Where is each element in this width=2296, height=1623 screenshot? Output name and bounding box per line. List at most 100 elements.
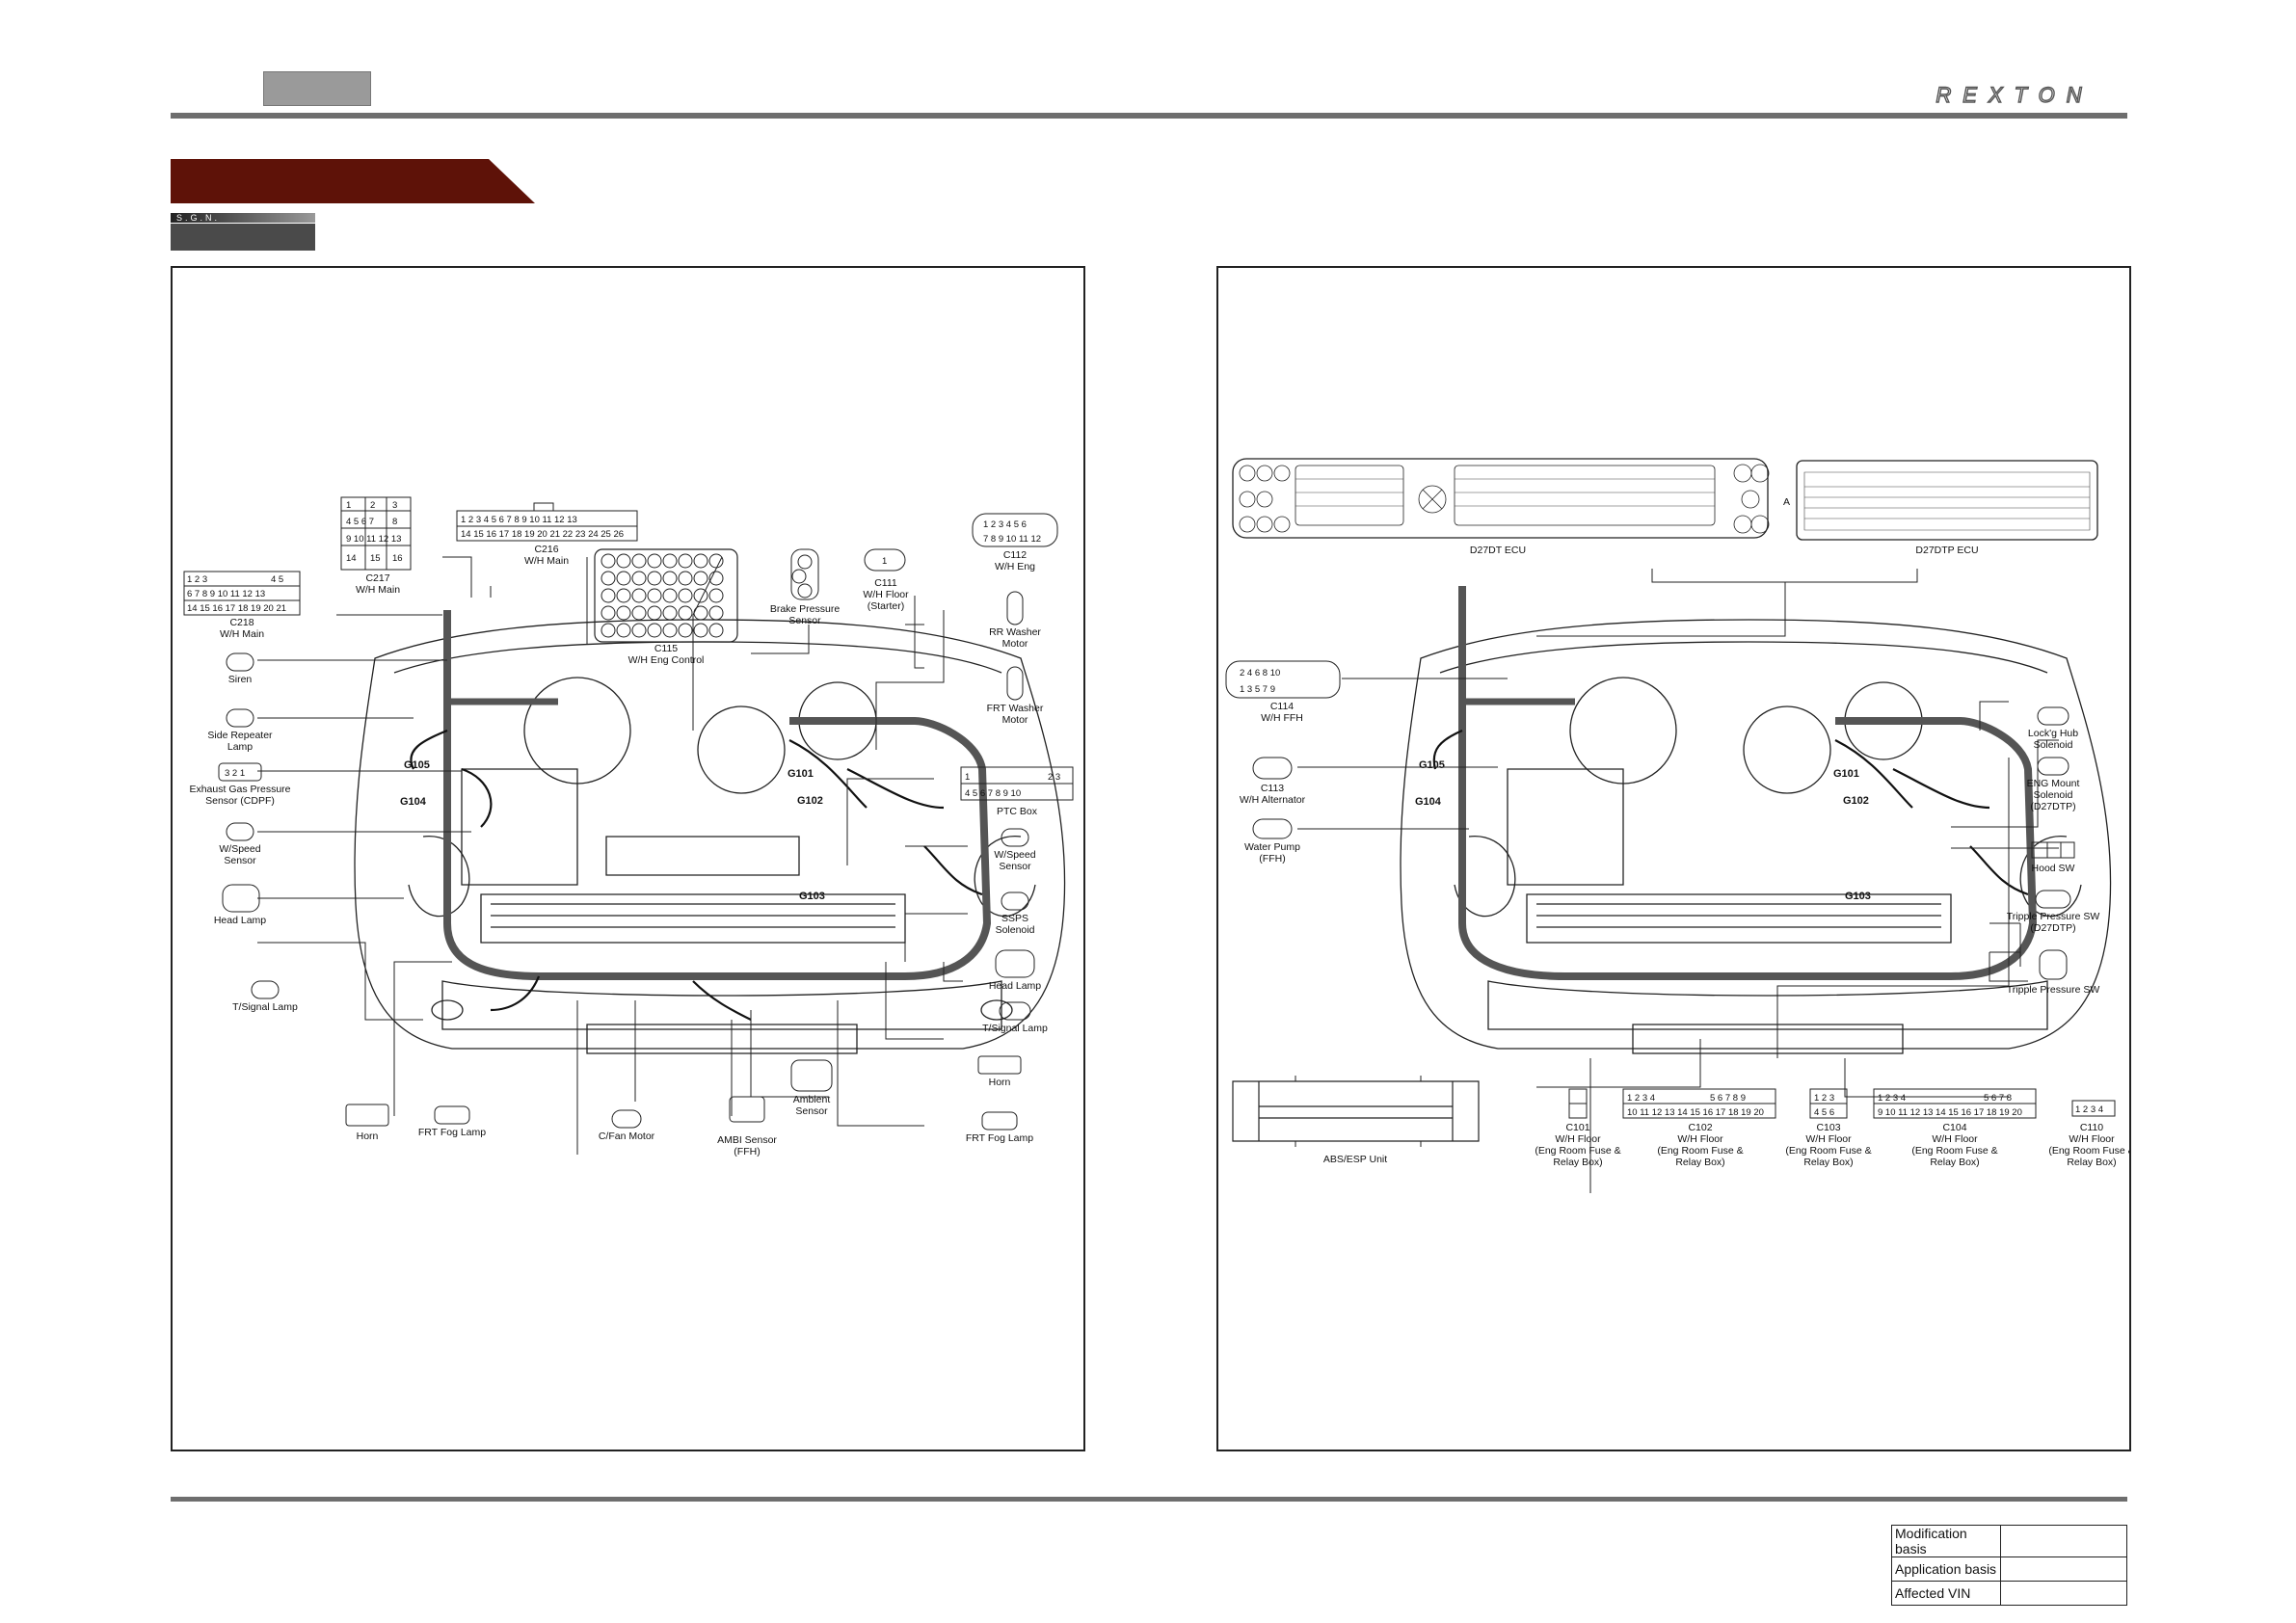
- label: (D27DTP): [2030, 801, 2075, 812]
- revision-label: Modification basis: [1891, 1525, 2001, 1557]
- svg-text:5 6 7 8 9: 5 6 7 8 9: [1710, 1093, 1746, 1104]
- label: C/Fan Motor: [599, 1131, 655, 1142]
- label: Solenoid: [2034, 739, 2073, 751]
- label: Head Lamp: [989, 980, 1041, 992]
- car-body-outline: [1400, 619, 2112, 1050]
- svg-text:10 11 12 13 14 15 16 17 18 19: 10 11 12 13 14 15 16 17 18 19 20: [1627, 1107, 1764, 1118]
- connector-name: W/H Floor: [1677, 1133, 1723, 1145]
- svg-text:3 2 1: 3 2 1: [225, 768, 245, 779]
- label: Hood SW: [2032, 863, 2075, 874]
- radiator: [1526, 893, 1952, 944]
- label: (FFH): [1259, 853, 1285, 865]
- ground-label: G104: [1415, 796, 1442, 808]
- connector-id: C104: [1942, 1122, 1966, 1133]
- label: Lock'g Hub: [2028, 728, 2078, 739]
- svg-text:6 7 8 9 10 11 12 13: 6 7 8 9 10 11 12 13: [187, 589, 265, 599]
- connector-id: C101: [1565, 1122, 1589, 1133]
- label: Horn: [989, 1077, 1011, 1088]
- revision-label: Application basis: [1891, 1556, 2001, 1582]
- revision-value: [2000, 1581, 2127, 1606]
- section-tab: [263, 71, 371, 106]
- sgn-label: S.G.N.: [171, 213, 315, 223]
- frt-washer-motor: FRT Washer Motor: [987, 666, 1044, 726]
- brake-pressure-sensor: Brake Pressure Sensor: [770, 548, 840, 626]
- ground-label: G101: [1833, 768, 1859, 780]
- section-banner: [171, 159, 535, 203]
- label: Exhaust Gas Pressure: [189, 784, 290, 795]
- label: Siren: [228, 674, 253, 685]
- label: ENG Mount: [2027, 778, 2080, 789]
- revision-value: [2000, 1556, 2127, 1582]
- label: PTC Box: [997, 806, 1038, 817]
- connector-name: W/H Eng: [995, 561, 1035, 572]
- svg-text:2 3: 2 3: [1048, 772, 1060, 783]
- connector-name: (Eng Room Fuse &: [1657, 1145, 1743, 1157]
- d27dtp-ecu-connector: D27DTP ECU: [1796, 460, 2098, 556]
- connector-id: C218: [229, 617, 254, 628]
- footer-rule: [171, 1497, 2127, 1502]
- brand-text: REXTON: [1936, 83, 2093, 107]
- connector-id: C217: [365, 572, 389, 584]
- label: Sensor: [999, 861, 1031, 872]
- connector-name: Relay Box): [1675, 1157, 1724, 1168]
- label: Side Repeater: [207, 730, 273, 741]
- label: W/Speed: [994, 849, 1035, 861]
- water-pump-ffh-connector: Water Pump (FFH): [1244, 818, 1300, 865]
- connector-name: W/H Floor: [1555, 1133, 1601, 1145]
- connector-id: C216: [534, 544, 558, 555]
- frt-fog-left-connector: FRT Fog Lamp: [418, 1105, 486, 1138]
- label: T/Signal Lamp: [982, 1023, 1048, 1034]
- svg-text:7 8 9 10 11 12: 7 8 9 10 11 12: [983, 534, 1041, 545]
- label: A: [1783, 496, 1790, 508]
- svg-text:9 10 11 12 13: 9 10 11 12 13: [346, 534, 401, 545]
- connector-name: (Eng Room Fuse &: [1535, 1145, 1620, 1157]
- connector-name: W/H Floor: [863, 589, 909, 600]
- connector-name: W/H Floor: [2069, 1133, 2115, 1145]
- svg-text:14 15 16 17 18 19 20 21: 14 15 16 17 18 19 20 21: [187, 603, 286, 614]
- connector-c113: C113 W/H Alternator: [1240, 757, 1306, 806]
- connector-c111: 1 C111 W/H Floor (Starter): [863, 548, 909, 612]
- label: D27DTP ECU: [1915, 545, 1978, 556]
- svg-text:8: 8: [392, 517, 397, 527]
- connector-id: C110: [2080, 1122, 2103, 1133]
- label: Lamp: [227, 741, 253, 753]
- label: Sensor (CDPF): [205, 795, 275, 807]
- label: Horn: [357, 1131, 379, 1142]
- label: T/Signal Lamp: [232, 1001, 298, 1013]
- connector-id: C112: [1003, 549, 1027, 561]
- label: D27DT ECU: [1470, 545, 1526, 556]
- rexton-logo: REXTON: [1936, 83, 2093, 108]
- ambi-sensor-ffh-connector: AMBI Sensor (FFH): [717, 1096, 777, 1157]
- connector-name: W/H FFH: [1261, 712, 1303, 724]
- tsignal-left-connector: T/Signal Lamp: [232, 980, 298, 1013]
- abs-esp-unit-connector: ABS/ESP Unit: [1232, 1076, 1480, 1165]
- connector-id: C102: [1688, 1122, 1712, 1133]
- svg-text:1 2 3 4 5 6: 1 2 3 4 5 6: [983, 519, 1027, 530]
- connector-c112: 1 2 3 4 5 6 7 8 9 10 11 12 C112 W/H Eng: [972, 513, 1058, 572]
- ground-label: G102: [1843, 795, 1869, 807]
- ground-label: G103: [799, 891, 825, 902]
- connector-name: (Eng Room Fuse &: [1785, 1145, 1871, 1157]
- connector-name: W/H Floor: [1932, 1133, 1978, 1145]
- svg-text:1 2 3 4 5 6 7 8 9 10 11 12 13: 1 2 3 4 5 6 7 8 9 10 11 12 13: [461, 515, 577, 525]
- connector-name: W/H Main: [524, 555, 569, 567]
- label: (FFH): [734, 1146, 760, 1157]
- label: SSPS: [1001, 913, 1028, 924]
- connector-id: C114: [1270, 701, 1294, 712]
- label: Motor: [1002, 714, 1028, 726]
- label: Motor: [1002, 638, 1028, 650]
- right-headlamp-outline: [974, 836, 1036, 918]
- svg-text:4 5 6: 4 5 6: [1814, 1107, 1834, 1118]
- connector-name: (Eng Room Fuse &: [2048, 1145, 2129, 1157]
- svg-text:1: 1: [965, 772, 970, 783]
- connector-name: W/H Floor: [1805, 1133, 1852, 1145]
- exhaust-gas-sensor-connector: 3 2 1 Exhaust Gas Pressure Sensor (CDPF): [189, 762, 291, 807]
- revision-table: Modification basis Application basis Aff…: [1891, 1525, 2127, 1606]
- locking-hub-solenoid-connector: Lock'g Hub Solenoid: [2028, 706, 2078, 751]
- connector-c115: C115 W/H Eng Control: [594, 548, 738, 666]
- left-headlamp-outline: [408, 836, 470, 918]
- svg-text:1 3 5 7 9: 1 3 5 7 9: [1240, 684, 1275, 695]
- ssps-solenoid-connector: SSPS Solenoid: [996, 891, 1035, 936]
